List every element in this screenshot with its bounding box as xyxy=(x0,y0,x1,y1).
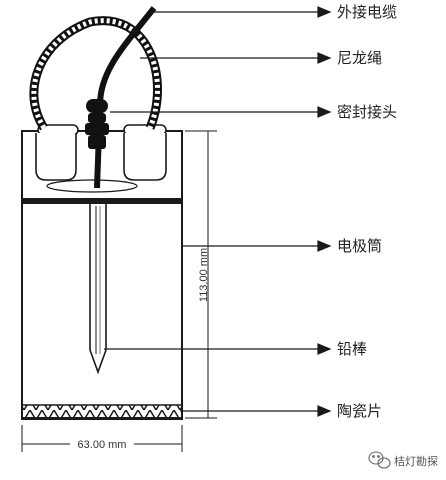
left-cap xyxy=(35,124,79,181)
label-electrode-tube: 电极筒 xyxy=(337,237,382,255)
label-nylon-rope: 尼龙绳 xyxy=(337,49,382,67)
right-cap xyxy=(123,124,167,181)
height-dimension-text: 113.00 mm xyxy=(198,248,210,302)
seal-joint xyxy=(85,99,109,149)
watermark-text: 桔灯勘探 xyxy=(394,454,438,468)
solution-surface xyxy=(46,179,138,193)
height-dimension: 113.00 mm xyxy=(185,130,217,419)
label-ceramic-plate: 陶瓷片 xyxy=(337,402,382,420)
ceramic-plate xyxy=(22,404,182,419)
leader-lines xyxy=(104,6,332,417)
width-dimension: 63.00 mm xyxy=(21,425,183,452)
nylon-rope xyxy=(29,16,162,131)
wechat-icon xyxy=(368,451,391,469)
watermark: 桔灯勘探 xyxy=(368,451,438,469)
label-seal-joint: 密封接头 xyxy=(337,103,397,121)
label-cable: 外接电缆 xyxy=(337,3,397,21)
lead-rod xyxy=(89,204,107,375)
width-dimension-text: 63.00 mm xyxy=(78,439,127,451)
label-lead-rod: 铅棒 xyxy=(337,340,367,358)
